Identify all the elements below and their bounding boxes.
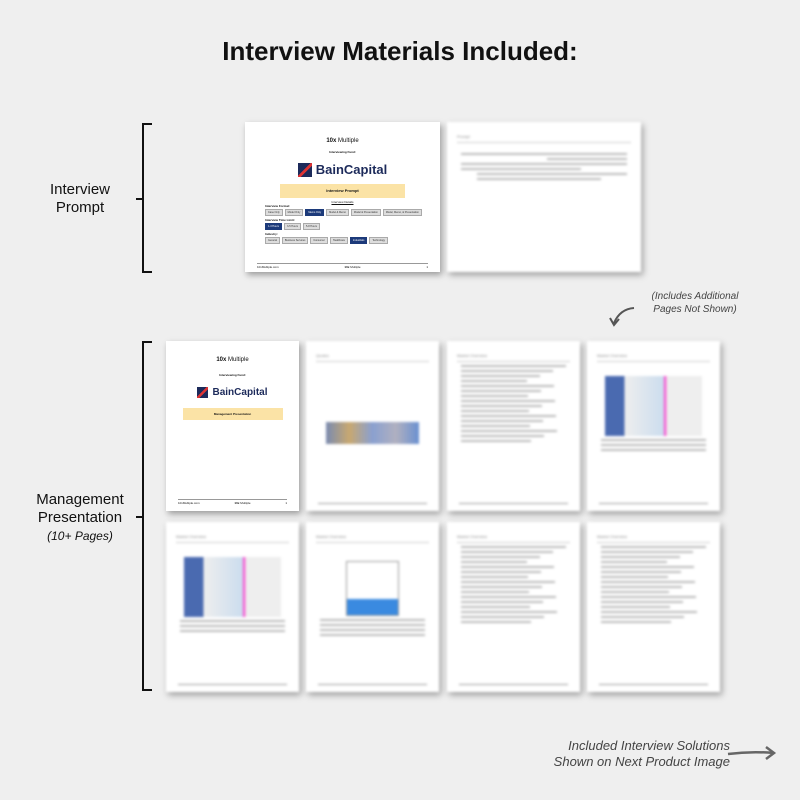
prompt-text-page: Prompt (447, 122, 641, 272)
fund-label: Interviewing Fund: (329, 150, 356, 154)
page-footer (599, 503, 708, 505)
presentation-page: Market Overview (587, 522, 720, 692)
time-chip: 3-5 Hours (283, 223, 301, 230)
format-chips: Case Only Model Only Memo Only Model & M… (265, 209, 440, 216)
industry-chip: General (265, 237, 280, 244)
page-footer (318, 684, 427, 686)
presentation-page: Market Overview (447, 341, 580, 511)
presentation-label: Management Presentation (10+ Pages) (20, 491, 140, 545)
format-chip: Model, Memo, & Presentation (382, 209, 422, 216)
label-line: Management (36, 491, 124, 508)
presentation-page: Market Overview (587, 341, 720, 511)
page-header: Market Overview (176, 534, 289, 543)
curved-arrow-icon (609, 307, 635, 327)
footer-page: 1 (426, 265, 428, 269)
presentation-page: Market Overview (166, 522, 299, 692)
time-chips: 1-3 Hours 3-5 Hours 5-8 Hours (265, 223, 440, 230)
page-count-note: (10+ Pages) (47, 529, 113, 543)
page-footer (459, 503, 568, 505)
time-chip: 5-8 Hours (302, 223, 320, 230)
brand-bold: 10x (326, 138, 337, 144)
page-header: Market Overview (597, 534, 710, 543)
note-line: Included Interview Solutions (568, 738, 730, 753)
prompt-cover-page: 10x Multiple Interviewing Fund: BainCapi… (245, 122, 440, 272)
page-footer: 10xMultiple.com 10x Multiple 1 (257, 263, 428, 269)
time-chip-selected: 1-3 Hours (265, 223, 282, 230)
footer-site: 10xMultiple.com (257, 265, 279, 269)
industry-label: Industry: (265, 232, 278, 236)
page-header: Market Overview (597, 353, 710, 362)
label-line: Presentation (37, 509, 123, 526)
presentation-page: Quotes (306, 341, 439, 511)
page-header: Market Overview (457, 534, 570, 543)
prompt-label: Interview Prompt (30, 181, 130, 217)
brand-rest: Multiple (336, 138, 359, 144)
page-footer (599, 684, 708, 686)
page-header: Quotes (316, 353, 429, 362)
industry-chip: Consumer (310, 237, 328, 244)
bain-logo-icon (197, 387, 209, 398)
format-chip: Model & Presentation (350, 209, 381, 216)
brand: 10x Multiple (245, 138, 440, 144)
label-line: Interview (49, 181, 111, 198)
details-label: Interview Details (331, 200, 354, 204)
format-chip: Model Only (284, 209, 304, 216)
bain-logo-icon (297, 162, 312, 177)
presentation-brace (136, 341, 152, 691)
page-header: Market Overview (457, 353, 570, 362)
label-line: Prompt (55, 199, 105, 216)
prompt-title-bar: Interview Prompt (280, 184, 405, 198)
footer-brand: 10x Multiple (344, 265, 361, 269)
presentation-page: Market Overview (447, 522, 580, 692)
industry-chip: Technology (369, 237, 389, 244)
format-chip: Case Only (265, 209, 283, 216)
company-name: BainCapital (315, 162, 388, 177)
format-label: Interview Format: (265, 204, 291, 208)
prompt-brace (136, 123, 152, 273)
page-footer (459, 684, 568, 686)
company-logo: BainCapital (166, 387, 299, 398)
presentation-page: Market Overview (306, 522, 439, 692)
company-logo: BainCapital (245, 162, 440, 177)
fund-label: Interviewing Fund: (219, 373, 246, 377)
presentation-cover-page: 10x Multiple Interviewing Fund: BainCapi… (166, 341, 299, 511)
page-header: Market Overview (316, 534, 429, 543)
page-footer (178, 684, 287, 686)
brand: 10x Multiple (216, 357, 249, 363)
note-line: Shown on Next Product Image (553, 754, 730, 769)
time-label: Interview Time Limit: (265, 218, 295, 222)
industry-chip-selected: Industrials (349, 237, 368, 244)
page-header: Prompt (457, 134, 631, 143)
company-name: BainCapital (212, 387, 268, 398)
page-title: Interview Materials Included: (222, 36, 578, 66)
industry-chips: General Business Services Consumer Healt… (265, 237, 440, 244)
industry-chip: Healthcare (329, 237, 348, 244)
arrow-right-icon (727, 746, 777, 760)
format-chip: Model & Memo (326, 209, 349, 216)
note-line: (Includes Additional (651, 291, 739, 302)
page-footer (318, 503, 427, 505)
note-line: Pages Not Shown) (653, 304, 737, 315)
presentation-title-bar: Management Presentation (182, 408, 283, 420)
format-chip-selected: Memo Only (305, 209, 325, 216)
industry-chip: Business Services (281, 237, 309, 244)
